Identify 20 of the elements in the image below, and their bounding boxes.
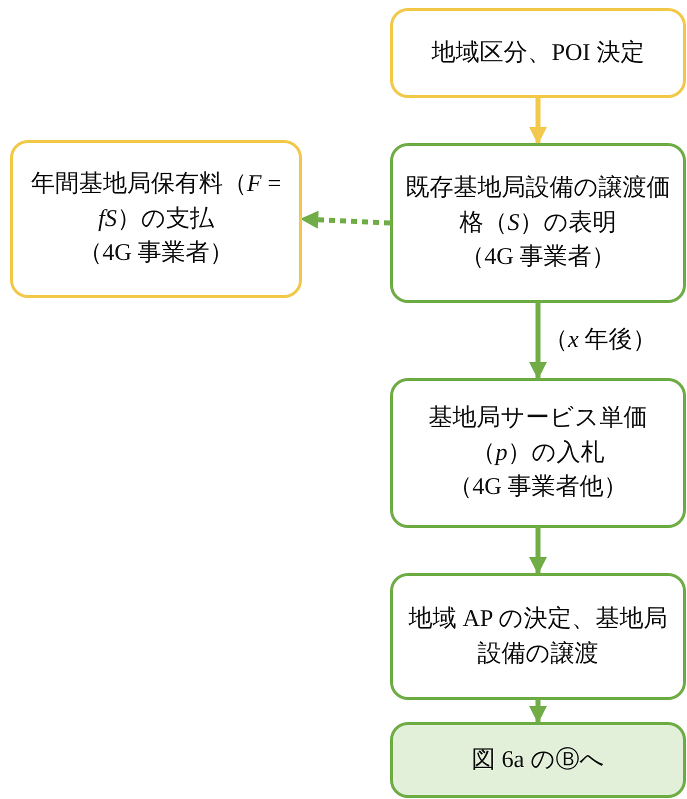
node-text: （4G 事業者他） — [448, 473, 628, 502]
arrow — [529, 528, 547, 575]
dashed-arrow — [300, 210, 390, 229]
node-text: 地域区分、POI 決定 — [432, 38, 644, 68]
process-box — [390, 573, 686, 700]
node-text: 地域 AP の決定、基地局設備の譲渡 — [408, 604, 668, 668]
process-box — [390, 143, 686, 303]
node-text: （4G 事業者） — [78, 239, 234, 268]
node-text: 図 6a のⒷへ — [472, 746, 604, 775]
reference-box — [390, 722, 686, 798]
node-text: 既存基地局設備の譲渡価格（S）の表明 — [404, 174, 672, 238]
arrow — [529, 98, 547, 145]
node-text: 年間基地局保有料（F = fS）の支払 — [30, 170, 282, 234]
process-box — [10, 140, 302, 298]
arrow — [529, 303, 547, 380]
node-text: 基地局サービス単価（p）の入札 — [428, 404, 648, 468]
process-box — [390, 378, 686, 528]
arrow — [529, 700, 547, 724]
node-text: （4G 事業者） — [460, 243, 616, 272]
process-box — [390, 8, 686, 98]
